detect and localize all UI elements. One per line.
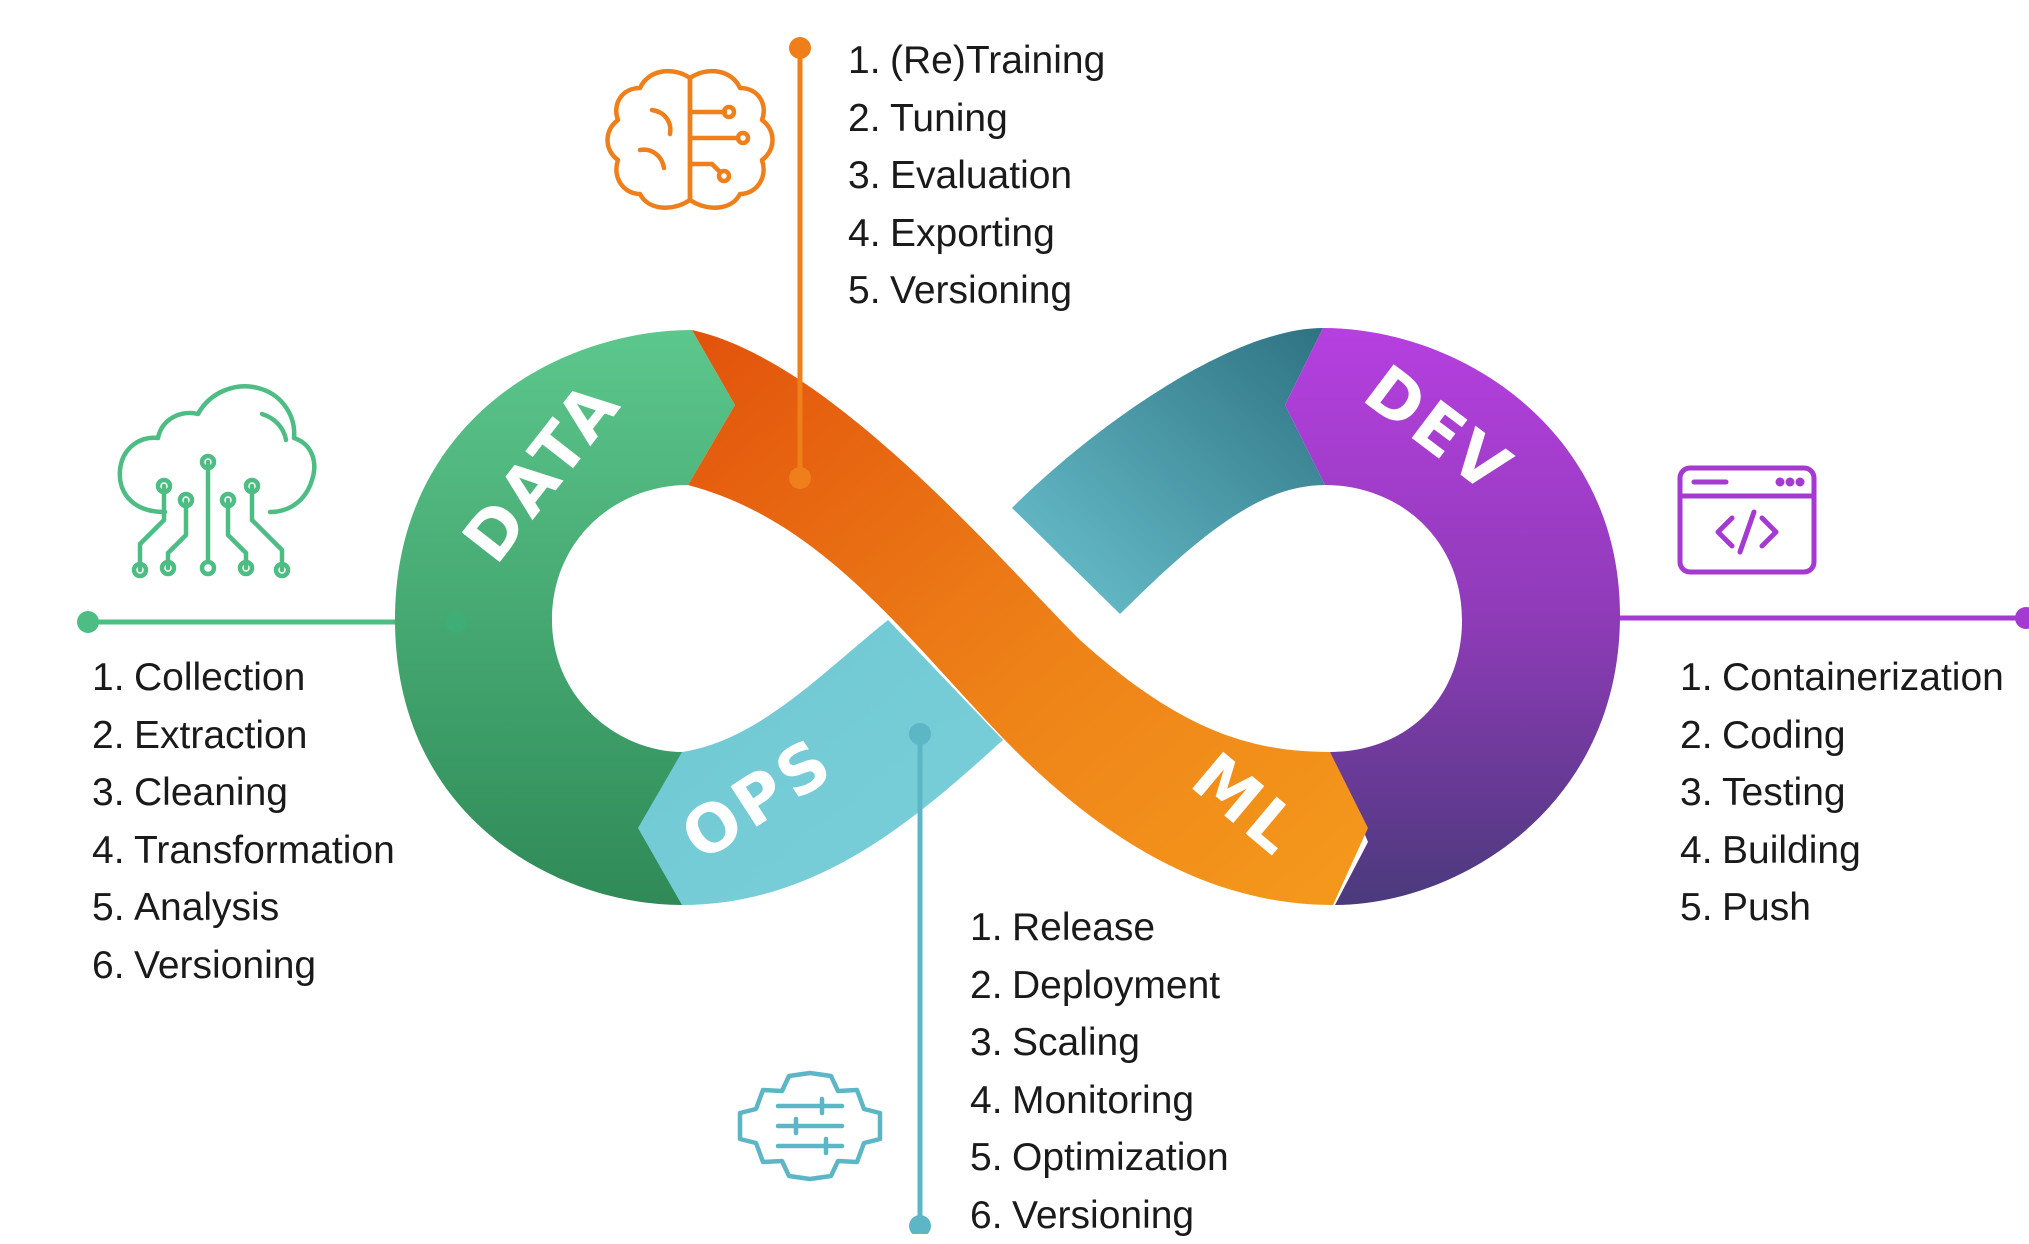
step-label: Cleaning (134, 771, 288, 814)
step-label: Containerization (1722, 656, 2004, 699)
step-label: Versioning (890, 269, 1072, 312)
step-item: 2.Extraction (92, 707, 395, 765)
step-number: 6. (92, 937, 134, 995)
step-item: 4.Monitoring (970, 1072, 1229, 1130)
step-number: 3. (92, 764, 134, 822)
step-number: 1. (92, 649, 134, 707)
data-connector-end-dot (445, 611, 467, 633)
step-number: 5. (1680, 879, 1722, 937)
step-label: Optimization (1012, 1136, 1229, 1179)
step-label: Extraction (134, 714, 307, 757)
step-number: 3. (970, 1014, 1012, 1072)
step-number: 1. (848, 32, 890, 90)
step-number: 2. (970, 957, 1012, 1015)
step-label: Release (1012, 906, 1155, 949)
step-label: Analysis (134, 886, 279, 929)
step-item: 4.Transformation (92, 822, 395, 880)
step-item: 2.Deployment (970, 957, 1229, 1015)
step-item: 5.Optimization (970, 1129, 1229, 1187)
cloud-circuit-icon (120, 386, 314, 576)
step-label: Scaling (1012, 1021, 1140, 1064)
step-item: 1.Collection (92, 649, 395, 707)
step-item: 1.Containerization (1680, 649, 2004, 707)
step-label: Exporting (890, 212, 1055, 255)
step-label: Testing (1722, 771, 1846, 814)
dev-connector (1560, 607, 2029, 629)
step-number: 4. (970, 1072, 1012, 1130)
step-number: 5. (92, 879, 134, 937)
step-number: 2. (848, 90, 890, 148)
step-item: 5.Analysis (92, 879, 395, 937)
step-item: 1.(Re)Training (848, 32, 1105, 90)
step-number: 4. (848, 205, 890, 263)
step-label: Coding (1722, 714, 1846, 757)
step-label: Push (1722, 886, 1811, 929)
step-label: Versioning (1012, 1194, 1194, 1237)
step-number: 5. (848, 262, 890, 320)
step-label: Deployment (1012, 964, 1220, 1007)
step-number: 3. (1680, 764, 1722, 822)
step-label: (Re)Training (890, 39, 1105, 82)
gear-sliders-icon (740, 1073, 880, 1179)
step-item: 4.Exporting (848, 205, 1105, 263)
step-item: 3.Cleaning (92, 764, 395, 822)
step-number: 5. (970, 1129, 1012, 1187)
step-item: 1.Release (970, 899, 1229, 957)
step-item: 3.Evaluation (848, 147, 1105, 205)
step-number: 3. (848, 147, 890, 205)
step-label: Evaluation (890, 154, 1072, 197)
step-item: 3.Scaling (970, 1014, 1229, 1072)
teal-crossing-segment (1012, 328, 1325, 614)
brain-circuit-icon (608, 71, 773, 208)
step-number: 1. (1680, 649, 1722, 707)
step-item: 2.Tuning (848, 90, 1105, 148)
step-label: Collection (134, 656, 305, 699)
step-item: 5.Versioning (848, 262, 1105, 320)
step-label: Building (1722, 829, 1861, 872)
code-window-icon (1680, 468, 1814, 572)
step-number: 2. (92, 707, 134, 765)
step-label: Transformation (134, 829, 395, 872)
step-item: 6.Versioning (970, 1187, 1229, 1244)
step-number: 1. (970, 899, 1012, 957)
step-item: 2.Coding (1680, 707, 2004, 765)
step-item: 3.Testing (1680, 764, 2004, 822)
step-item: 4.Building (1680, 822, 2004, 880)
step-number: 4. (92, 822, 134, 880)
step-number: 4. (1680, 822, 1722, 880)
step-label: Monitoring (1012, 1079, 1194, 1122)
step-label: Versioning (134, 944, 316, 987)
step-item: 5.Push (1680, 879, 2004, 937)
step-item: 6.Versioning (92, 937, 395, 995)
step-number: 2. (1680, 707, 1722, 765)
step-number: 6. (970, 1187, 1012, 1244)
step-label: Tuning (890, 97, 1008, 140)
